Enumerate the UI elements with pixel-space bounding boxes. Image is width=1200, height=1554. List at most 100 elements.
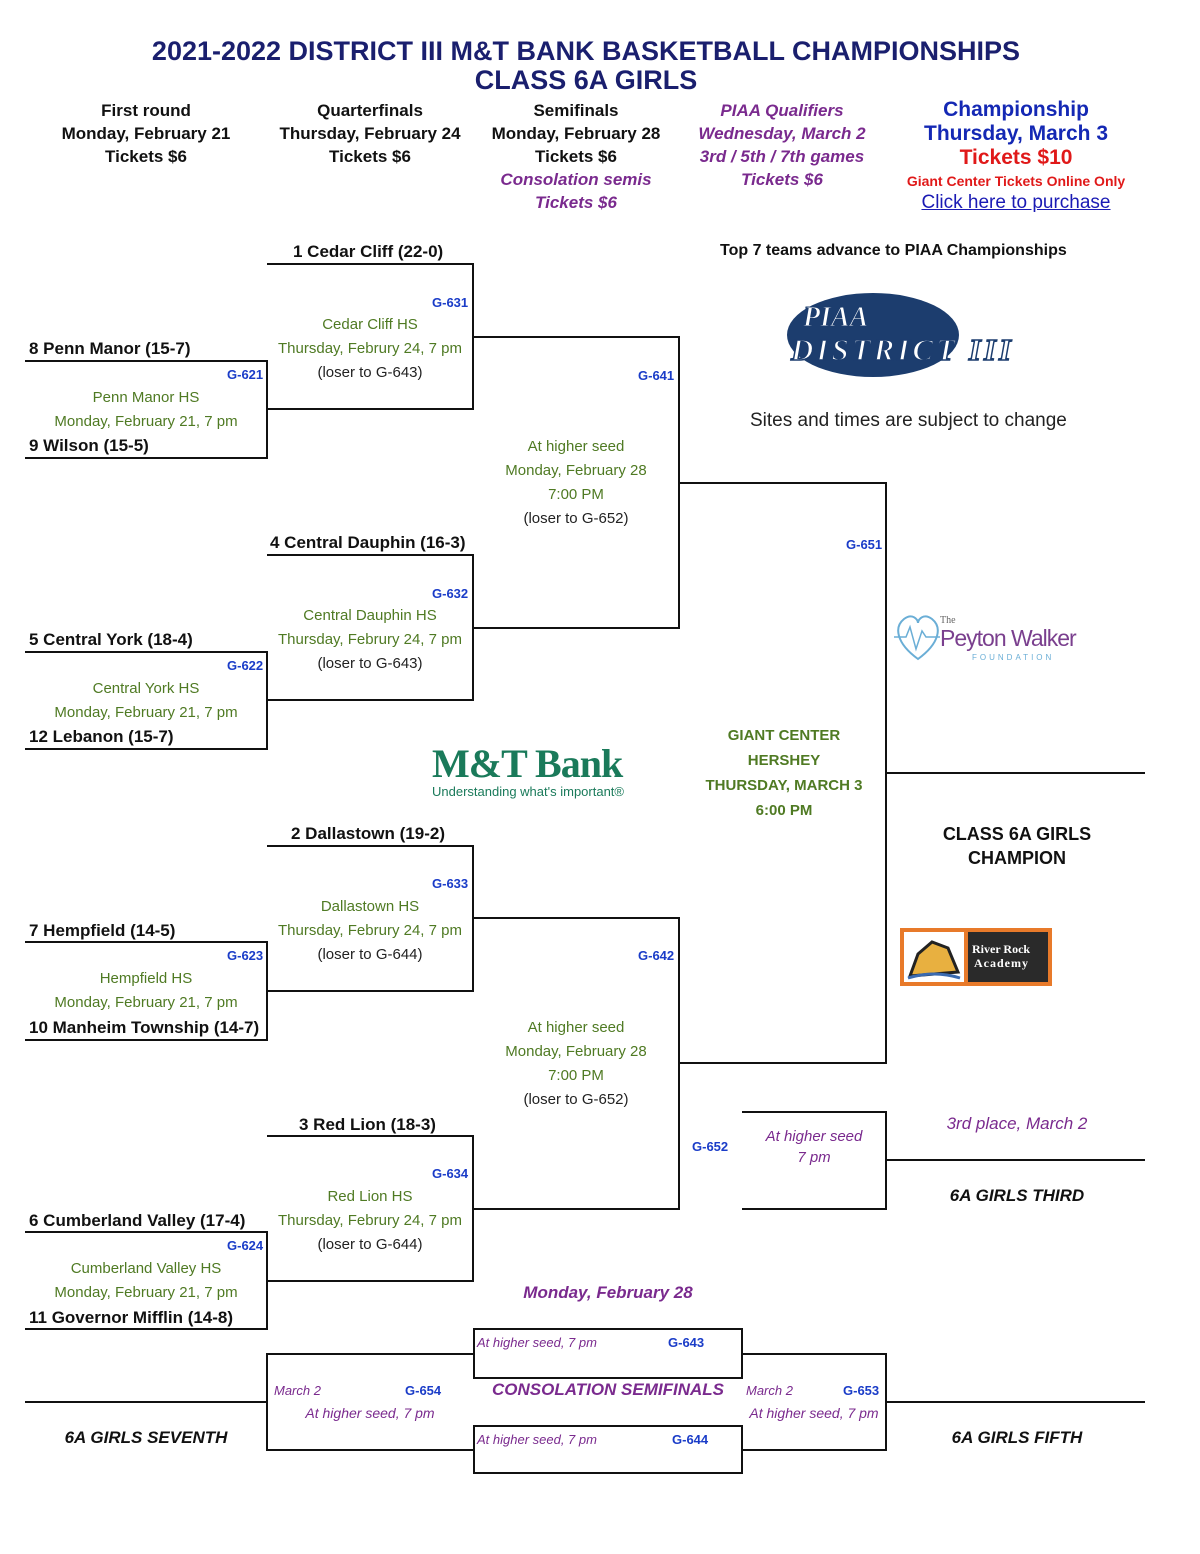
peyton-name: Peyton Walker xyxy=(940,625,1077,651)
game-643-site: At higher seed, 7 pm xyxy=(477,1335,597,1350)
heart-icon xyxy=(894,615,940,661)
line-t11 xyxy=(25,1328,268,1330)
line-t1 xyxy=(267,263,474,265)
river-rock-logo: River Rock Academy xyxy=(900,928,1052,986)
line-g654-top xyxy=(266,1353,474,1355)
game-time: 7:00 PM xyxy=(548,486,604,503)
consolation-label: Consolation semis xyxy=(500,170,652,189)
game-time: Monday, February 21, 7 pm xyxy=(54,704,238,721)
round-tickets: Tickets $10 xyxy=(959,146,1073,169)
line-w622 xyxy=(267,699,474,701)
game-date: Monday, February 28 xyxy=(505,1043,647,1060)
line-t12 xyxy=(25,748,268,750)
round-name: Championship xyxy=(943,98,1089,121)
line-champion xyxy=(886,772,1145,774)
champion-line2: CHAMPION xyxy=(968,848,1066,868)
round-tickets: Tickets $6 xyxy=(535,147,617,166)
game-id-642: G-642 xyxy=(638,948,675,963)
team-dallastown: 2 Dallastown (19-2) xyxy=(291,824,445,843)
game-time: 7 pm xyxy=(797,1149,831,1166)
round-name: PIAA Qualifiers xyxy=(720,101,844,120)
mt-bank-name: M&T Bank xyxy=(432,741,623,786)
line-t9 xyxy=(25,457,268,459)
game-time: Monday, February 21, 7 pm xyxy=(54,413,238,430)
game-site: Penn Manor HS xyxy=(92,389,200,406)
line-w624 xyxy=(267,1280,474,1282)
line-w641 xyxy=(679,482,887,484)
line-w623 xyxy=(267,990,474,992)
game-loser: (loser to G-644) xyxy=(317,946,423,963)
line-t8 xyxy=(25,360,268,362)
purchase-link[interactable]: Click here to purchase xyxy=(921,192,1111,213)
line-w633 xyxy=(473,917,680,919)
round-tickets: Tickets $6 xyxy=(329,147,411,166)
game-633-info: Dallastown HS Thursday, Februry 24, 7 pm… xyxy=(270,895,470,967)
game-652-info: At higher seed 7 pm xyxy=(744,1126,884,1168)
river-rock-text-box: River Rock Academy xyxy=(968,932,1048,982)
round-date: Wednesday, March 2 xyxy=(698,124,866,143)
game-id-654: G-654 xyxy=(405,1383,442,1398)
line-t2 xyxy=(267,845,474,847)
line-g653-bottom xyxy=(742,1449,887,1451)
game-id-651: G-651 xyxy=(846,537,883,552)
tickets-note: Giant Center Tickets Online Only xyxy=(906,173,1126,189)
game-id-653: G-653 xyxy=(843,1383,880,1398)
game-time: Monday, February 21, 7 pm xyxy=(54,994,238,1011)
third-place-date: 3rd place, March 2 xyxy=(946,1114,1088,1133)
game-642-info: At higher seed Monday, February 28 7:00 … xyxy=(476,1016,676,1112)
mt-bank-tagline: Understanding what's important® xyxy=(432,784,624,799)
line-t5 xyxy=(25,651,268,653)
game-653-date: March 2 xyxy=(746,1383,793,1398)
line-g643-left xyxy=(473,1328,475,1379)
line-w632 xyxy=(473,627,680,629)
round-date: Thursday, March 3 xyxy=(924,122,1108,145)
game-time: Thursday, Februry 24, 7 pm xyxy=(278,1212,462,1229)
line-seventh xyxy=(25,1401,267,1403)
game-site: Dallastown HS xyxy=(320,898,420,915)
line-t4 xyxy=(267,554,474,556)
game-651-info: GIANT CENTER HERSHEY THURSDAY, MARCH 3 6… xyxy=(684,723,884,823)
line-w631 xyxy=(473,336,680,338)
game-site: Cedar Cliff HS xyxy=(322,316,418,333)
game-id-621: G-621 xyxy=(227,367,264,382)
peyton-foundation: FOUNDATION xyxy=(972,653,1055,662)
game-site: Red Lion HS xyxy=(327,1188,413,1205)
line-t3 xyxy=(267,1135,474,1137)
header-first-round: First round Monday, February 21 Tickets … xyxy=(46,99,246,168)
consolation-title: CONSOLATION SEMIFINALS xyxy=(491,1380,724,1399)
team-central-dauphin: 4 Central Dauphin (16-3) xyxy=(270,533,466,552)
team-lebanon: 12 Lebanon (15-7) xyxy=(29,727,174,746)
line-w642 xyxy=(679,1062,887,1064)
round-date: Thursday, February 24 xyxy=(279,124,461,143)
game-id-644: G-644 xyxy=(672,1432,709,1447)
line-fifth xyxy=(886,1401,1145,1403)
game-653-site: At higher seed, 7 pm xyxy=(749,1405,879,1421)
game-site: Central Dauphin HS xyxy=(303,607,437,624)
team-central-york: 5 Central York (18-4) xyxy=(29,630,193,649)
game-time: Thursday, Februry 24, 7 pm xyxy=(278,922,462,939)
piaa-logo-bottom: DISTRICT III xyxy=(790,332,1012,367)
game-city: HERSHEY xyxy=(747,752,821,769)
header-semifinals: Semifinals Monday, February 28 Tickets $… xyxy=(476,99,676,214)
line-g652-top xyxy=(742,1111,887,1113)
round-tickets: Tickets $6 xyxy=(741,170,823,189)
game-634-info: Red Lion HS Thursday, Februry 24, 7 pm (… xyxy=(270,1185,470,1257)
round-date: Monday, February 28 xyxy=(491,124,661,143)
game-632-info: Central Dauphin HS Thursday, Februry 24,… xyxy=(270,604,470,676)
round-tickets: Tickets $6 xyxy=(105,147,187,166)
game-621-info: Penn Manor HS Monday, February 21, 7 pm xyxy=(26,386,266,434)
seventh-place-label: 6A GIRLS SEVENTH xyxy=(64,1428,228,1447)
game-641-info: At higher seed Monday, February 28 7:00 … xyxy=(476,435,676,531)
team-red-lion: 3 Red Lion (18-3) xyxy=(299,1115,436,1134)
champion-line1: CLASS 6A GIRLS xyxy=(942,824,1092,844)
piaa-logo-top: PIAA xyxy=(802,302,868,333)
river-rock-name: River Rock xyxy=(972,942,1031,956)
line-g644-top xyxy=(473,1425,743,1427)
river-rock-academy: Academy xyxy=(974,956,1029,970)
game-venue: GIANT CENTER xyxy=(727,727,841,744)
fifth-place-label: 6A GIRLS FIFTH xyxy=(951,1428,1083,1447)
header-quarterfinals: Quarterfinals Thursday, February 24 Tick… xyxy=(270,99,470,168)
page-title: 2021-2022 DISTRICT III M&T BANK BASKETBA… xyxy=(151,36,1021,66)
team-cedar-cliff: 1 Cedar Cliff (22-0) xyxy=(293,242,444,261)
consolation-date: Monday, February 28 xyxy=(523,1283,693,1302)
